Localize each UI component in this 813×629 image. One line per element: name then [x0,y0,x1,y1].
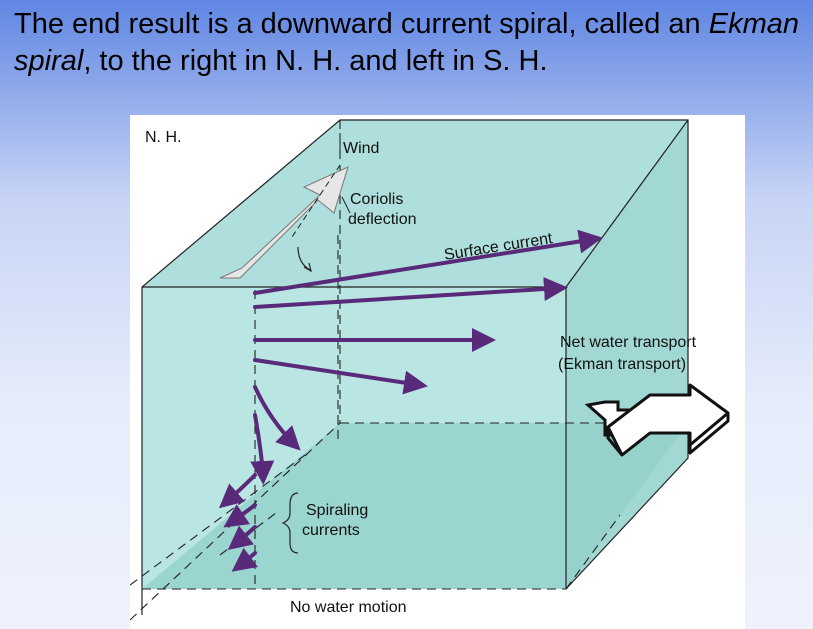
coriolis-label-line2: deflection [348,211,417,228]
coriolis-arrowhead [303,262,312,273]
net-transport-label-line1: Net water transport [560,334,697,351]
coriolis-leader-line [341,196,351,214]
title-text-part2: , to the right in N. H. and left in S. H… [83,45,548,77]
current-arrow-depth3 [253,358,428,395]
spiral-arrows [218,229,603,572]
wind-label: Wind [343,140,379,157]
current-arrow-depth8 [227,525,257,550]
net-transport-label-line2: (Ekman transport) [558,356,686,373]
spiraling-label-line2: currents [302,522,360,539]
title-text-part1: The end result is a downward current spi… [14,8,709,40]
water-bottom-floor [142,423,688,589]
current-arrow-depth4 [253,385,301,451]
no-motion-label: No water motion [290,599,407,616]
title-emphasis: Ekman spiral [14,8,800,77]
net-transport-arrow-3d [606,383,730,457]
coriolis-line [289,164,341,241]
current-arrow-depth5 [250,413,275,485]
slide-title: The end result is a downward current spi… [14,6,804,80]
box-outline [141,119,689,615]
wind-arrow [219,166,349,279]
current-arrow-depth7 [223,503,257,528]
current-arrow-depth9 [231,547,258,572]
surface-current-arrow [253,229,603,295]
coriolis-label-line1: Coriolis [350,191,403,208]
spiraling-brace [281,492,299,554]
hemisphere-label: N. H. [145,129,181,146]
ekman-spiral-diagram: N. H. Wind Coriolis deflection Surface c… [130,119,730,621]
net-transport-arrow-depth [606,413,730,456]
current-arrow-depth6 [218,473,257,509]
ekman-spiral-figure: N. H. Wind Coriolis deflection Surface c… [130,115,745,629]
spiraling-label-line1: Spiraling [306,502,368,519]
current-arrow-depth1 [253,277,568,309]
